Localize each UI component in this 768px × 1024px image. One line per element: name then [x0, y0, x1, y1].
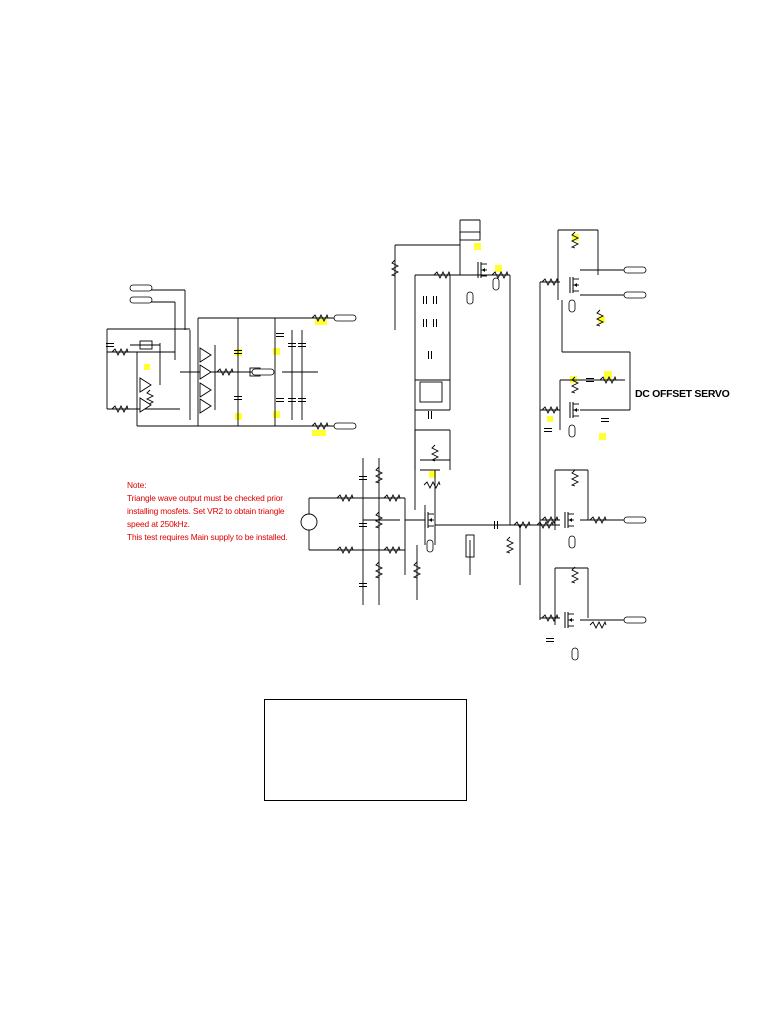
- dc-offset-servo-label: DC OFFSET SERVO: [635, 388, 730, 400]
- note-line-1: Triangle wave output must be checked pri…: [127, 493, 283, 503]
- note-line-2: installing mosfets. Set VR2 to obtain tr…: [127, 506, 285, 516]
- test-note: Note: Triangle wave output must be check…: [127, 479, 288, 544]
- input-stage-components: [336, 466, 554, 587]
- note-line-4: This test requires Main supply to be ins…: [127, 532, 288, 542]
- yellow-test-points: [144, 234, 612, 478]
- dc-offset-servo-section: [539, 229, 631, 625]
- note-heading: Note:: [127, 480, 147, 490]
- note-line-3: speed at 250kHz.: [127, 519, 190, 529]
- input-stage-section: [300, 275, 560, 605]
- title-block: [264, 699, 467, 801]
- oscillator-components: [105, 284, 357, 430]
- driver-stage-section: [394, 219, 510, 510]
